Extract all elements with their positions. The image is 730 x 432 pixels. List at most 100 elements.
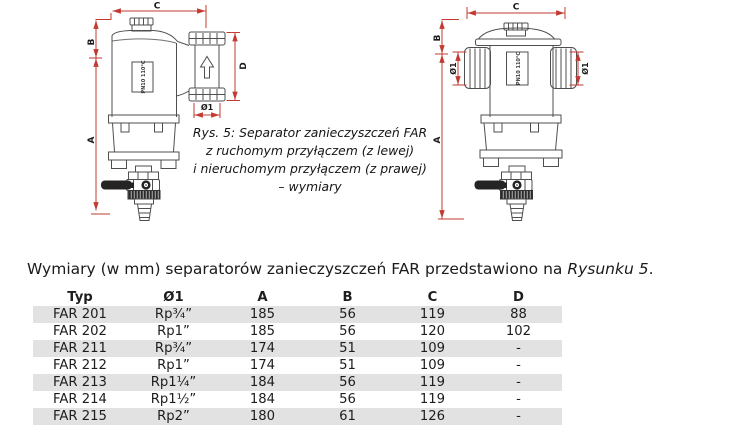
drain-valve-handle <box>101 180 134 190</box>
left-separator-body: PN10 110°C <box>101 17 226 221</box>
table-cell: Rp1½” <box>150 392 197 407</box>
table-cell: 119 <box>419 307 446 322</box>
dim-label-diameter-left: Ø1 <box>448 62 458 75</box>
table-cell: 56 <box>339 375 356 390</box>
dimension-diameter-left <box>452 51 467 86</box>
table-cell: - <box>516 392 521 407</box>
dim-label-diameter-right: Ø1 <box>580 62 590 75</box>
column-header-a: A <box>257 290 268 305</box>
dim-label-diameter: Ø1 <box>201 102 214 112</box>
right-separator-body: PN10 110°C <box>464 22 577 221</box>
figure-technical-drawings: PN10 110°C <box>87 2 590 221</box>
drain-valve-handle <box>474 180 507 190</box>
dim-label-b: B <box>87 38 97 45</box>
dim-label-d: D <box>239 62 249 69</box>
dimension-diameter-right <box>569 51 584 86</box>
table-cell: 56 <box>339 392 356 407</box>
dimension-a <box>438 54 464 220</box>
table-cell: FAR 201 <box>53 307 107 322</box>
table-cell: FAR 211 <box>53 341 107 356</box>
table-cell: 119 <box>419 392 446 407</box>
dimensions-paragraph: Wymiary (w mm) separatorów zanieczyszcze… <box>27 259 654 280</box>
dimension-a <box>91 58 110 215</box>
dim-label-b: B <box>433 34 443 41</box>
column-header-d: D <box>513 290 524 305</box>
flow-direction-arrow-icon <box>199 55 215 79</box>
table-cell: 61 <box>339 409 356 424</box>
table-cell: 184 <box>249 392 276 407</box>
table-cell: 120 <box>419 324 446 339</box>
table-cell: Rp1¼” <box>150 375 197 390</box>
table-cell: - <box>516 375 521 390</box>
table-cell: 51 <box>339 341 356 356</box>
table-header-row: Typ Ø1 A B C D <box>33 289 562 306</box>
drain-knurled-ring <box>500 190 533 200</box>
table-row: FAR 213 Rp1¼” 184 56 119 - <box>33 374 562 391</box>
table-cell: FAR 214 <box>53 392 107 407</box>
rating-plate-label: PN10 110°C <box>516 52 522 85</box>
dimension-diameter <box>193 103 221 118</box>
table-cell: 56 <box>339 324 356 339</box>
table-cell: 174 <box>249 341 276 356</box>
dim-label-a: A <box>433 136 443 143</box>
table-cell: Rp¾” <box>154 307 193 322</box>
dim-label-c: C <box>513 3 520 13</box>
dimension-b <box>89 19 111 59</box>
right-dimensions <box>435 7 584 220</box>
table-cell: 109 <box>419 358 446 373</box>
table-cell: - <box>516 358 521 373</box>
table-cell: Rp¾” <box>154 341 193 356</box>
table-cell: Rp2” <box>157 409 190 424</box>
table-cell: 88 <box>510 307 527 322</box>
table-cell: 119 <box>419 375 446 390</box>
table-cell: 185 <box>249 307 276 322</box>
caption-line: Rys. 5: Separator zanieczyszczeń FAR <box>192 125 428 140</box>
table-cell: Rp1” <box>157 324 190 339</box>
dim-label-c: C <box>154 2 161 12</box>
table-cell: - <box>516 409 521 424</box>
table-cell: 180 <box>249 409 276 424</box>
caption-line: – wymiary <box>278 179 342 194</box>
dimension-d <box>226 32 240 101</box>
table-cell: - <box>516 341 521 356</box>
table-cell: FAR 202 <box>53 324 107 339</box>
dimension-c <box>466 7 566 19</box>
table-cell: 102 <box>505 324 532 339</box>
left-dimensions <box>89 5 240 215</box>
table-cell: FAR 215 <box>53 409 107 424</box>
figure-caption: Rys. 5: Separator zanieczyszczeń FAR z r… <box>165 124 455 196</box>
table-row: FAR 214 Rp1½” 184 56 119 - <box>33 391 562 408</box>
paragraph-italic-reference: Rysunku 5 <box>567 260 649 278</box>
column-header-typ: Typ <box>67 290 93 305</box>
column-header-c: C <box>427 290 438 305</box>
paragraph-text: Wymiary (w mm) separatorów zanieczyszcze… <box>27 260 568 278</box>
dimension-b <box>435 19 459 55</box>
table-row: FAR 211 Rp¾” 174 51 109 - <box>33 340 562 357</box>
table-cell: 184 <box>249 375 276 390</box>
table-row: FAR 215 Rp2” 180 61 126 - <box>33 408 562 425</box>
left-separator-drawing: PN10 110°C <box>87 2 249 221</box>
caption-line: i nieruchomym przyłączem (z prawej) <box>193 161 427 176</box>
dimension-c <box>110 5 207 28</box>
table-cell: FAR 213 <box>53 375 107 390</box>
table-row: FAR 202 Rp1” 185 56 120 102 <box>33 323 562 340</box>
table-cell: 56 <box>339 307 356 322</box>
dim-label-a: A <box>87 136 97 143</box>
drain-knurled-ring <box>127 190 161 200</box>
table-cell: 126 <box>419 409 446 424</box>
table-cell: 185 <box>249 324 276 339</box>
column-header-b: B <box>342 290 353 305</box>
table-cell: FAR 212 <box>53 358 107 373</box>
column-header-1: Ø1 <box>163 290 184 305</box>
table-cell: 174 <box>249 358 276 373</box>
table-cell: 109 <box>419 341 446 356</box>
right-separator-drawing: PN10 110°C <box>433 3 590 221</box>
paragraph-text-end: . <box>648 260 654 278</box>
table-cell: Rp1” <box>157 358 190 373</box>
caption-line: z ruchomym przyłączem (z lewej) <box>205 143 415 158</box>
table-row: FAR 201 Rp¾” 185 56 119 88 <box>33 306 562 323</box>
